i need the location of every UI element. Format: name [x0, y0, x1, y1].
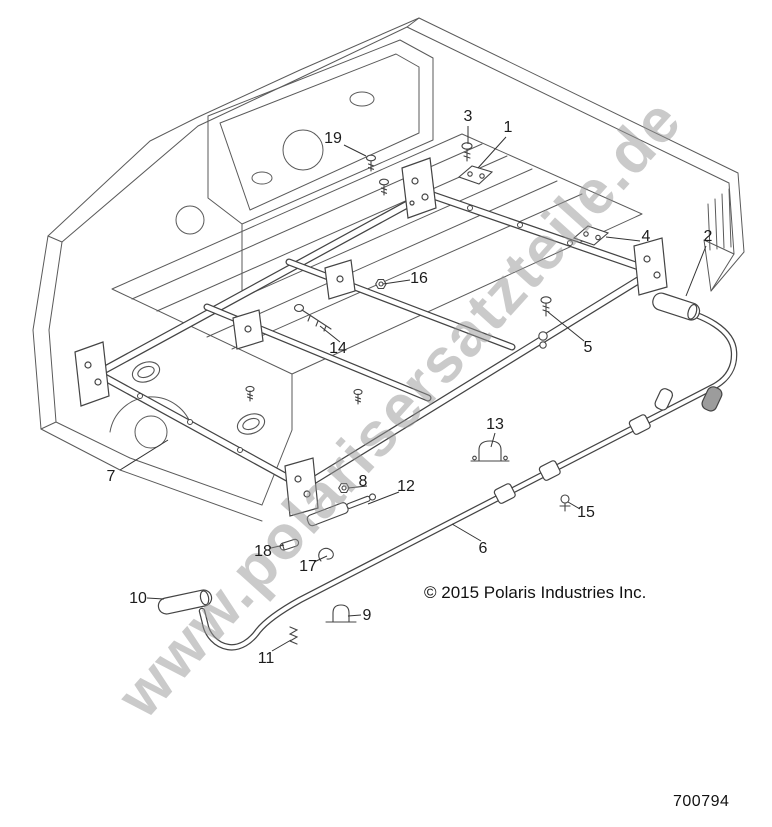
callout-6: 6: [478, 540, 488, 557]
callout-14: 14: [329, 340, 347, 357]
callout-8: 8: [358, 473, 368, 490]
callout-15: 15: [577, 504, 595, 521]
callout-13: 13: [486, 416, 504, 433]
callout-16: 16: [410, 270, 428, 287]
part-number: 700794: [673, 793, 730, 810]
bed-body-art: [32, 17, 745, 522]
callout-3: 3: [463, 108, 473, 125]
callout-4: 4: [641, 228, 651, 245]
hardware-art: [245, 142, 610, 645]
support-frame-art: [74, 157, 668, 517]
callout-18: 18: [254, 543, 272, 560]
callout-5: 5: [583, 339, 593, 356]
callout-9: 9: [362, 607, 372, 624]
endcap-left: [157, 589, 213, 615]
callout-10: 10: [129, 590, 147, 607]
callout-2: 2: [703, 228, 713, 245]
callout-17: 17: [299, 558, 317, 575]
callout-12: 12: [397, 478, 415, 495]
copyright-notice: © 2015 Polaris Industries Inc.: [424, 583, 647, 602]
torsion-tube-art: [157, 292, 738, 651]
callout-1: 1: [503, 119, 513, 136]
endcap-right: [652, 292, 701, 321]
callout-19: 19: [324, 130, 342, 147]
callout-7: 7: [106, 468, 116, 485]
callout-11: 11: [257, 650, 275, 667]
leader-lines: [119, 126, 707, 652]
rubber-clip: [701, 386, 723, 412]
